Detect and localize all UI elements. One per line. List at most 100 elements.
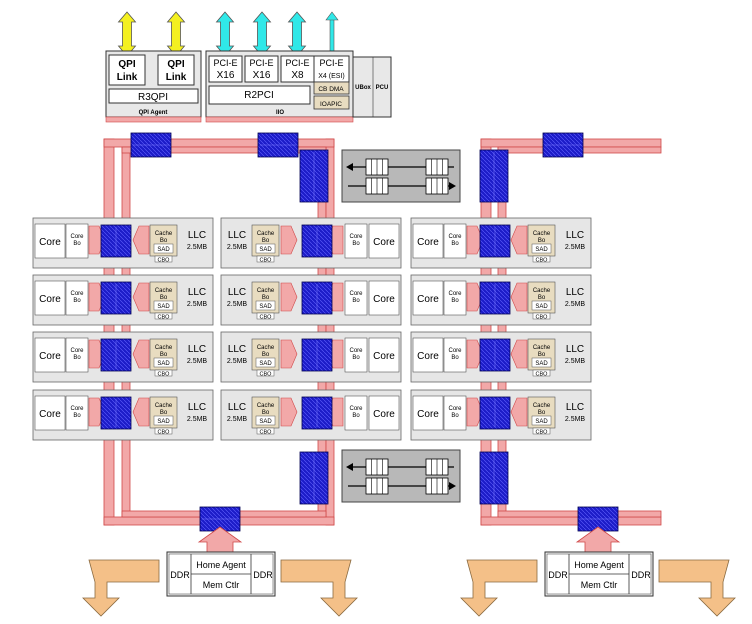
ring-stop <box>301 338 333 372</box>
core-bo-label: Bo <box>73 413 81 419</box>
core-bo-label: Bo <box>352 298 360 304</box>
core-bo-label: Bo <box>352 413 360 419</box>
pcie-port-frame <box>208 55 243 83</box>
home-agent-label: Home Agent <box>574 560 624 570</box>
tile-ring-connector <box>510 282 528 312</box>
core-bo-label: Core <box>349 348 363 354</box>
llc-size-label: 2.5MB <box>565 358 586 365</box>
llc-label: LLC <box>188 402 206 413</box>
core-box <box>34 337 66 373</box>
core-bo-label: Core <box>349 406 363 412</box>
llc-label: LLC <box>228 344 246 355</box>
ring-stop <box>257 132 299 158</box>
cache-bo-label: Bo <box>538 295 546 301</box>
ring-stop <box>479 451 509 505</box>
ring-stop <box>130 132 172 158</box>
core-bo-box <box>344 223 368 259</box>
cbo-label: CBO <box>158 372 171 378</box>
ring-stop <box>100 338 132 372</box>
sad-label: SAD <box>259 361 272 367</box>
pcie-port-box: PCI-E X16 <box>244 55 279 83</box>
llc-label: LLC <box>566 230 584 241</box>
tile-ring-connector <box>510 225 528 255</box>
core-label: Core <box>417 294 439 305</box>
ring-segment <box>480 516 662 526</box>
sad-box <box>153 415 174 426</box>
cbo-label: CBO <box>536 372 549 378</box>
pcie-port-width: X8 <box>291 70 304 81</box>
core-box <box>368 223 400 259</box>
sad-box <box>153 300 174 311</box>
tile-ring-connector <box>132 339 150 369</box>
cbo-label: CBO <box>158 430 171 436</box>
ring-stop <box>299 451 329 505</box>
sad-box <box>255 300 276 311</box>
cache-bo-label: Bo <box>160 238 168 244</box>
cbo-label: CBO <box>260 315 273 321</box>
cache-bo-label: Bo <box>538 238 546 244</box>
cbo-box <box>532 312 551 320</box>
cache-bo-label: Cache <box>533 403 551 409</box>
pcie-port-width: X16 <box>253 70 271 81</box>
core-box <box>368 280 400 316</box>
pcie-port-name: PCI-E <box>249 58 273 68</box>
ioapic-label: IOAPIC <box>320 101 342 108</box>
qpi-agent-block: QPI Link QPI Link R3QPI QPI Agent <box>105 50 202 123</box>
cbo-label: CBO <box>158 315 171 321</box>
core-bo-label: Bo <box>451 298 459 304</box>
cache-bo-label: Bo <box>160 410 168 416</box>
core-box <box>412 280 444 316</box>
cache-bo-label: Cache <box>257 403 275 409</box>
core-bo-label: Core <box>448 348 462 354</box>
cache-bo-label: Bo <box>262 295 270 301</box>
cache-bo-label: Cache <box>155 345 173 351</box>
core-label: Core <box>39 351 61 362</box>
core-bo-label: Bo <box>451 355 459 361</box>
svg-text:Link: Link <box>117 72 138 83</box>
tile-ring-connector <box>280 282 298 312</box>
r3qpi-label: R3QPI <box>138 92 168 103</box>
ddr-channel-arrow <box>658 559 736 617</box>
svg-text:QPI: QPI <box>118 59 135 70</box>
ring-stop <box>479 281 511 315</box>
pcie-port-box: PCI-E X8 <box>280 55 315 83</box>
cbo-box <box>256 312 275 320</box>
core-label: Core <box>373 351 395 362</box>
queue-arrowhead <box>449 482 456 490</box>
tile-ring-connector <box>132 282 150 312</box>
cache-bo-label: Bo <box>160 352 168 358</box>
core-bo-label: Core <box>70 234 84 240</box>
core-bo-label: Core <box>448 291 462 297</box>
cbo-box <box>256 427 275 435</box>
sad-label: SAD <box>157 304 170 310</box>
cache-bo-label: Bo <box>160 295 168 301</box>
llc-size-label: 2.5MB <box>187 301 208 308</box>
cbo-label: CBO <box>536 315 549 321</box>
pcie-port-box: PCI-EX4 (ESI) <box>313 55 350 83</box>
ubox-pcu-block: UBox PCU <box>352 56 392 118</box>
core-bo-label: Core <box>349 234 363 240</box>
core-label: Core <box>417 237 439 248</box>
ring-stop <box>301 224 333 258</box>
llc-size-label: 2.5MB <box>565 416 586 423</box>
cbo-label: CBO <box>260 430 273 436</box>
pcie-port-name: PCI-E <box>285 58 309 68</box>
tile-ring-connector <box>280 339 298 369</box>
core-box <box>368 337 400 373</box>
core-bo-box <box>65 223 89 259</box>
core-bo-label: Core <box>70 348 84 354</box>
core-bo-box <box>344 280 368 316</box>
sad-box <box>531 243 552 254</box>
llc-label: LLC <box>566 344 584 355</box>
queue-arrowhead <box>346 163 353 171</box>
queue-arrowhead <box>346 463 353 471</box>
sad-label: SAD <box>535 361 548 367</box>
ring-stop <box>542 132 584 158</box>
cache-bo-label: Cache <box>257 345 275 351</box>
cbo-box <box>154 255 173 263</box>
llc-size-label: 2.5MB <box>187 358 208 365</box>
cbo-label: CBO <box>158 258 171 264</box>
